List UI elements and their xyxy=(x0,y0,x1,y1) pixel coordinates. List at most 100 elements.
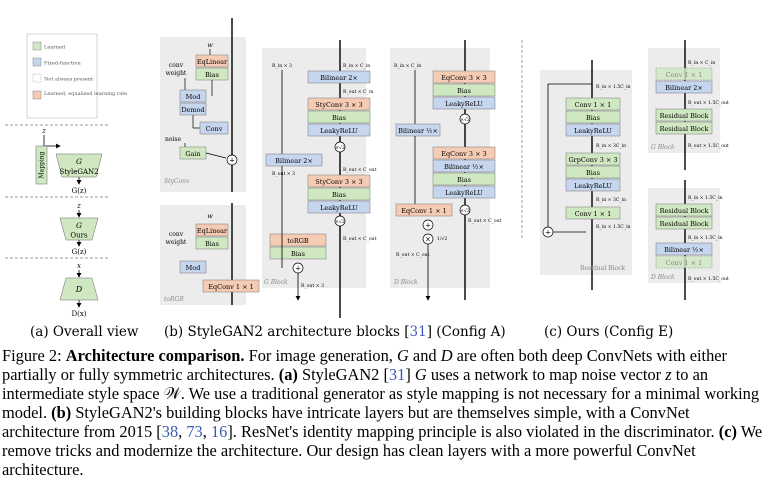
gain-label: Gain xyxy=(185,150,200,158)
citation-31b[interactable]: 31 xyxy=(388,365,406,384)
citation-38[interactable]: 38 xyxy=(161,422,179,441)
torgb-name: toRGB xyxy=(164,296,184,303)
svg-text:LeakyReLU: LeakyReLU xyxy=(445,100,483,108)
svg-text:×√2: ×√2 xyxy=(460,117,470,123)
svg-text:EqConv 1 × 1: EqConv 1 × 1 xyxy=(401,207,447,215)
svg-text:R_out × 1.5C_out: R_out × 1.5C_out xyxy=(688,143,729,149)
svg-text:w: w xyxy=(207,41,213,49)
svg-text:Bias: Bias xyxy=(205,71,219,79)
figure-caption: Figure 2: Architecture comparison. For i… xyxy=(2,346,763,479)
svg-text:weight: weight xyxy=(166,70,187,77)
svg-text:Conv 1 × 1: Conv 1 × 1 xyxy=(666,259,703,267)
caption-title: Architecture comparison. xyxy=(65,346,245,365)
legend-eq-swatch xyxy=(32,90,42,100)
svg-text:R_in × 3C_in: R_in × 3C_in xyxy=(596,197,626,203)
d-shape xyxy=(59,277,99,301)
svg-text:R_in × 1.5C_in: R_in × 1.5C_in xyxy=(688,195,723,201)
torgb-eqconv-label: EqConv 1 × 1 xyxy=(208,283,254,291)
svg-text:1/√2: 1/√2 xyxy=(437,236,447,242)
legend-learned: Learned xyxy=(44,45,66,51)
svg-text:Bias: Bias xyxy=(205,240,219,248)
subcaption-b: (b) StyleGAN2 architecture blocks [31] (… xyxy=(164,324,506,340)
svg-text:LeakyReLU: LeakyReLU xyxy=(445,189,483,197)
svg-text:R_in × 3: R_in × 3 xyxy=(272,63,292,69)
svg-text:D: D xyxy=(75,285,83,294)
legend-learned-swatch xyxy=(32,41,42,51)
svg-text:R_in × C_in: R_in × C_in xyxy=(343,63,370,69)
svg-text:R_out × 1.5C_out: R_out × 1.5C_out xyxy=(688,100,729,106)
svg-text:Bilinear ½×: Bilinear ½× xyxy=(398,127,438,135)
legend-fixed-swatch xyxy=(32,57,42,67)
svg-text:×√2: ×√2 xyxy=(335,145,345,151)
svg-text:+: + xyxy=(425,222,431,230)
svg-text:G: G xyxy=(76,157,82,166)
svg-text:R_out × C_out: R_out × C_out xyxy=(343,167,377,173)
svg-text:Conv 1 × 1: Conv 1 × 1 xyxy=(666,71,703,79)
svg-text:StyConv 3 × 3: StyConv 3 × 3 xyxy=(315,178,362,186)
architecture-figure: Learned Fixed-function Not always presen… xyxy=(5,18,729,318)
svg-text:R_in × C_in: R_in × C_in xyxy=(688,60,715,66)
legend-not-always: Not always present xyxy=(44,77,93,83)
svg-text:+: + xyxy=(295,265,301,273)
svg-text:R_out × C_in: R_out × C_in xyxy=(343,89,373,95)
svg-text:EqConv 3 × 3: EqConv 3 × 3 xyxy=(441,74,487,82)
svg-text:R_in × 1.5C_in: R_in × 1.5C_in xyxy=(596,224,631,230)
ours-g-name: G Block xyxy=(651,144,675,151)
svg-text:Bias: Bias xyxy=(457,176,471,184)
citation-16[interactable]: 16 xyxy=(210,422,228,441)
stylegan2-g-shape xyxy=(55,153,103,178)
styconv-name: StyConv xyxy=(164,178,190,185)
svg-text:Bias: Bias xyxy=(457,87,471,95)
svg-text:StyConv 3 × 3: StyConv 3 × 3 xyxy=(315,101,362,109)
svg-text:R_out × 3: R_out × 3 xyxy=(301,283,324,289)
subcaption-a: (a) Overall view xyxy=(30,324,139,340)
overall-ours-g: z G Ours G(z) xyxy=(59,202,99,256)
svg-text:LeakyReLU: LeakyReLU xyxy=(574,127,612,135)
svg-text:LeakyReLU: LeakyReLU xyxy=(320,204,358,212)
citation-73[interactable]: 73 xyxy=(186,422,203,441)
svg-text:R_out × C_out: R_out × C_out xyxy=(396,252,430,258)
g-block-name: G Block xyxy=(264,279,288,286)
mod-label: Mod xyxy=(186,93,201,101)
svg-text:R_in × C_in: R_in × C_in xyxy=(394,63,421,69)
torgb-block: w EqLinear Bias conv weight Mod EqConv 1… xyxy=(160,203,260,305)
svg-text:+: + xyxy=(545,229,551,237)
svg-text:R_out × C_out: R_out × C_out xyxy=(343,236,377,242)
stylegan2-d-block: R_in × C_in EqConv 3 × 3 Bias LeakyReLU … xyxy=(390,40,502,301)
svg-text:GrpConv 3 × 3: GrpConv 3 × 3 xyxy=(568,156,617,164)
svg-text:toRGB: toRGB xyxy=(287,237,309,245)
ours-d-block: R_in × 1.5C_in Residual Block Residual B… xyxy=(648,180,729,300)
mapping-network xyxy=(35,145,48,185)
svg-text:+: + xyxy=(229,157,235,165)
styconv-block: w EqLinear Bias conv weight Mod Demod Co… xyxy=(160,18,246,192)
svg-text:×: × xyxy=(425,236,431,244)
svg-text:R_out × C_out: R_out × C_out xyxy=(468,218,502,224)
svg-text:Bias: Bias xyxy=(586,114,600,122)
d-block-name: D Block xyxy=(393,279,418,286)
legend-not-always-swatch xyxy=(32,73,42,83)
svg-text:Bias: Bias xyxy=(291,250,305,258)
svg-text:EqLinear: EqLinear xyxy=(197,227,228,235)
mapping-label: Mapping xyxy=(39,151,46,178)
stylegan2-g-block: R_in × 3 R_in × C_in Bilinear 2× R_out ×… xyxy=(262,40,377,318)
svg-text:weight: weight xyxy=(166,239,187,246)
legend-eq: Learned, equalized learning rate xyxy=(44,91,127,97)
ours-g-block: R_in × C_in Conv 1 × 1 Bilinear 2× R_out… xyxy=(648,40,729,170)
svg-text:Bilinear ½×: Bilinear ½× xyxy=(664,246,704,254)
subcaption-c: (c) Ours (Config E) xyxy=(544,324,674,340)
ours-g-panel xyxy=(648,48,720,153)
residual-name: Residual Block xyxy=(580,265,625,272)
svg-text:Bias: Bias xyxy=(332,191,346,199)
svg-text:noise: noise xyxy=(165,136,181,143)
svg-text:R_out × 1.5C_out: R_out × 1.5C_out xyxy=(688,276,729,282)
conv-label: Conv xyxy=(206,125,223,133)
citation-31[interactable]: 31 xyxy=(409,324,427,340)
overall-stylegan2: z Mapping G StyleGAN2 G(z) xyxy=(35,127,103,195)
svg-text:conv: conv xyxy=(169,231,184,238)
svg-text:z: z xyxy=(76,202,81,210)
svg-text:R_out × 3: R_out × 3 xyxy=(272,171,295,177)
svg-text:Residual Block: Residual Block xyxy=(660,112,709,120)
svg-text:LeakyReLU: LeakyReLU xyxy=(320,127,358,135)
svg-text:×√2: ×√2 xyxy=(335,219,345,225)
